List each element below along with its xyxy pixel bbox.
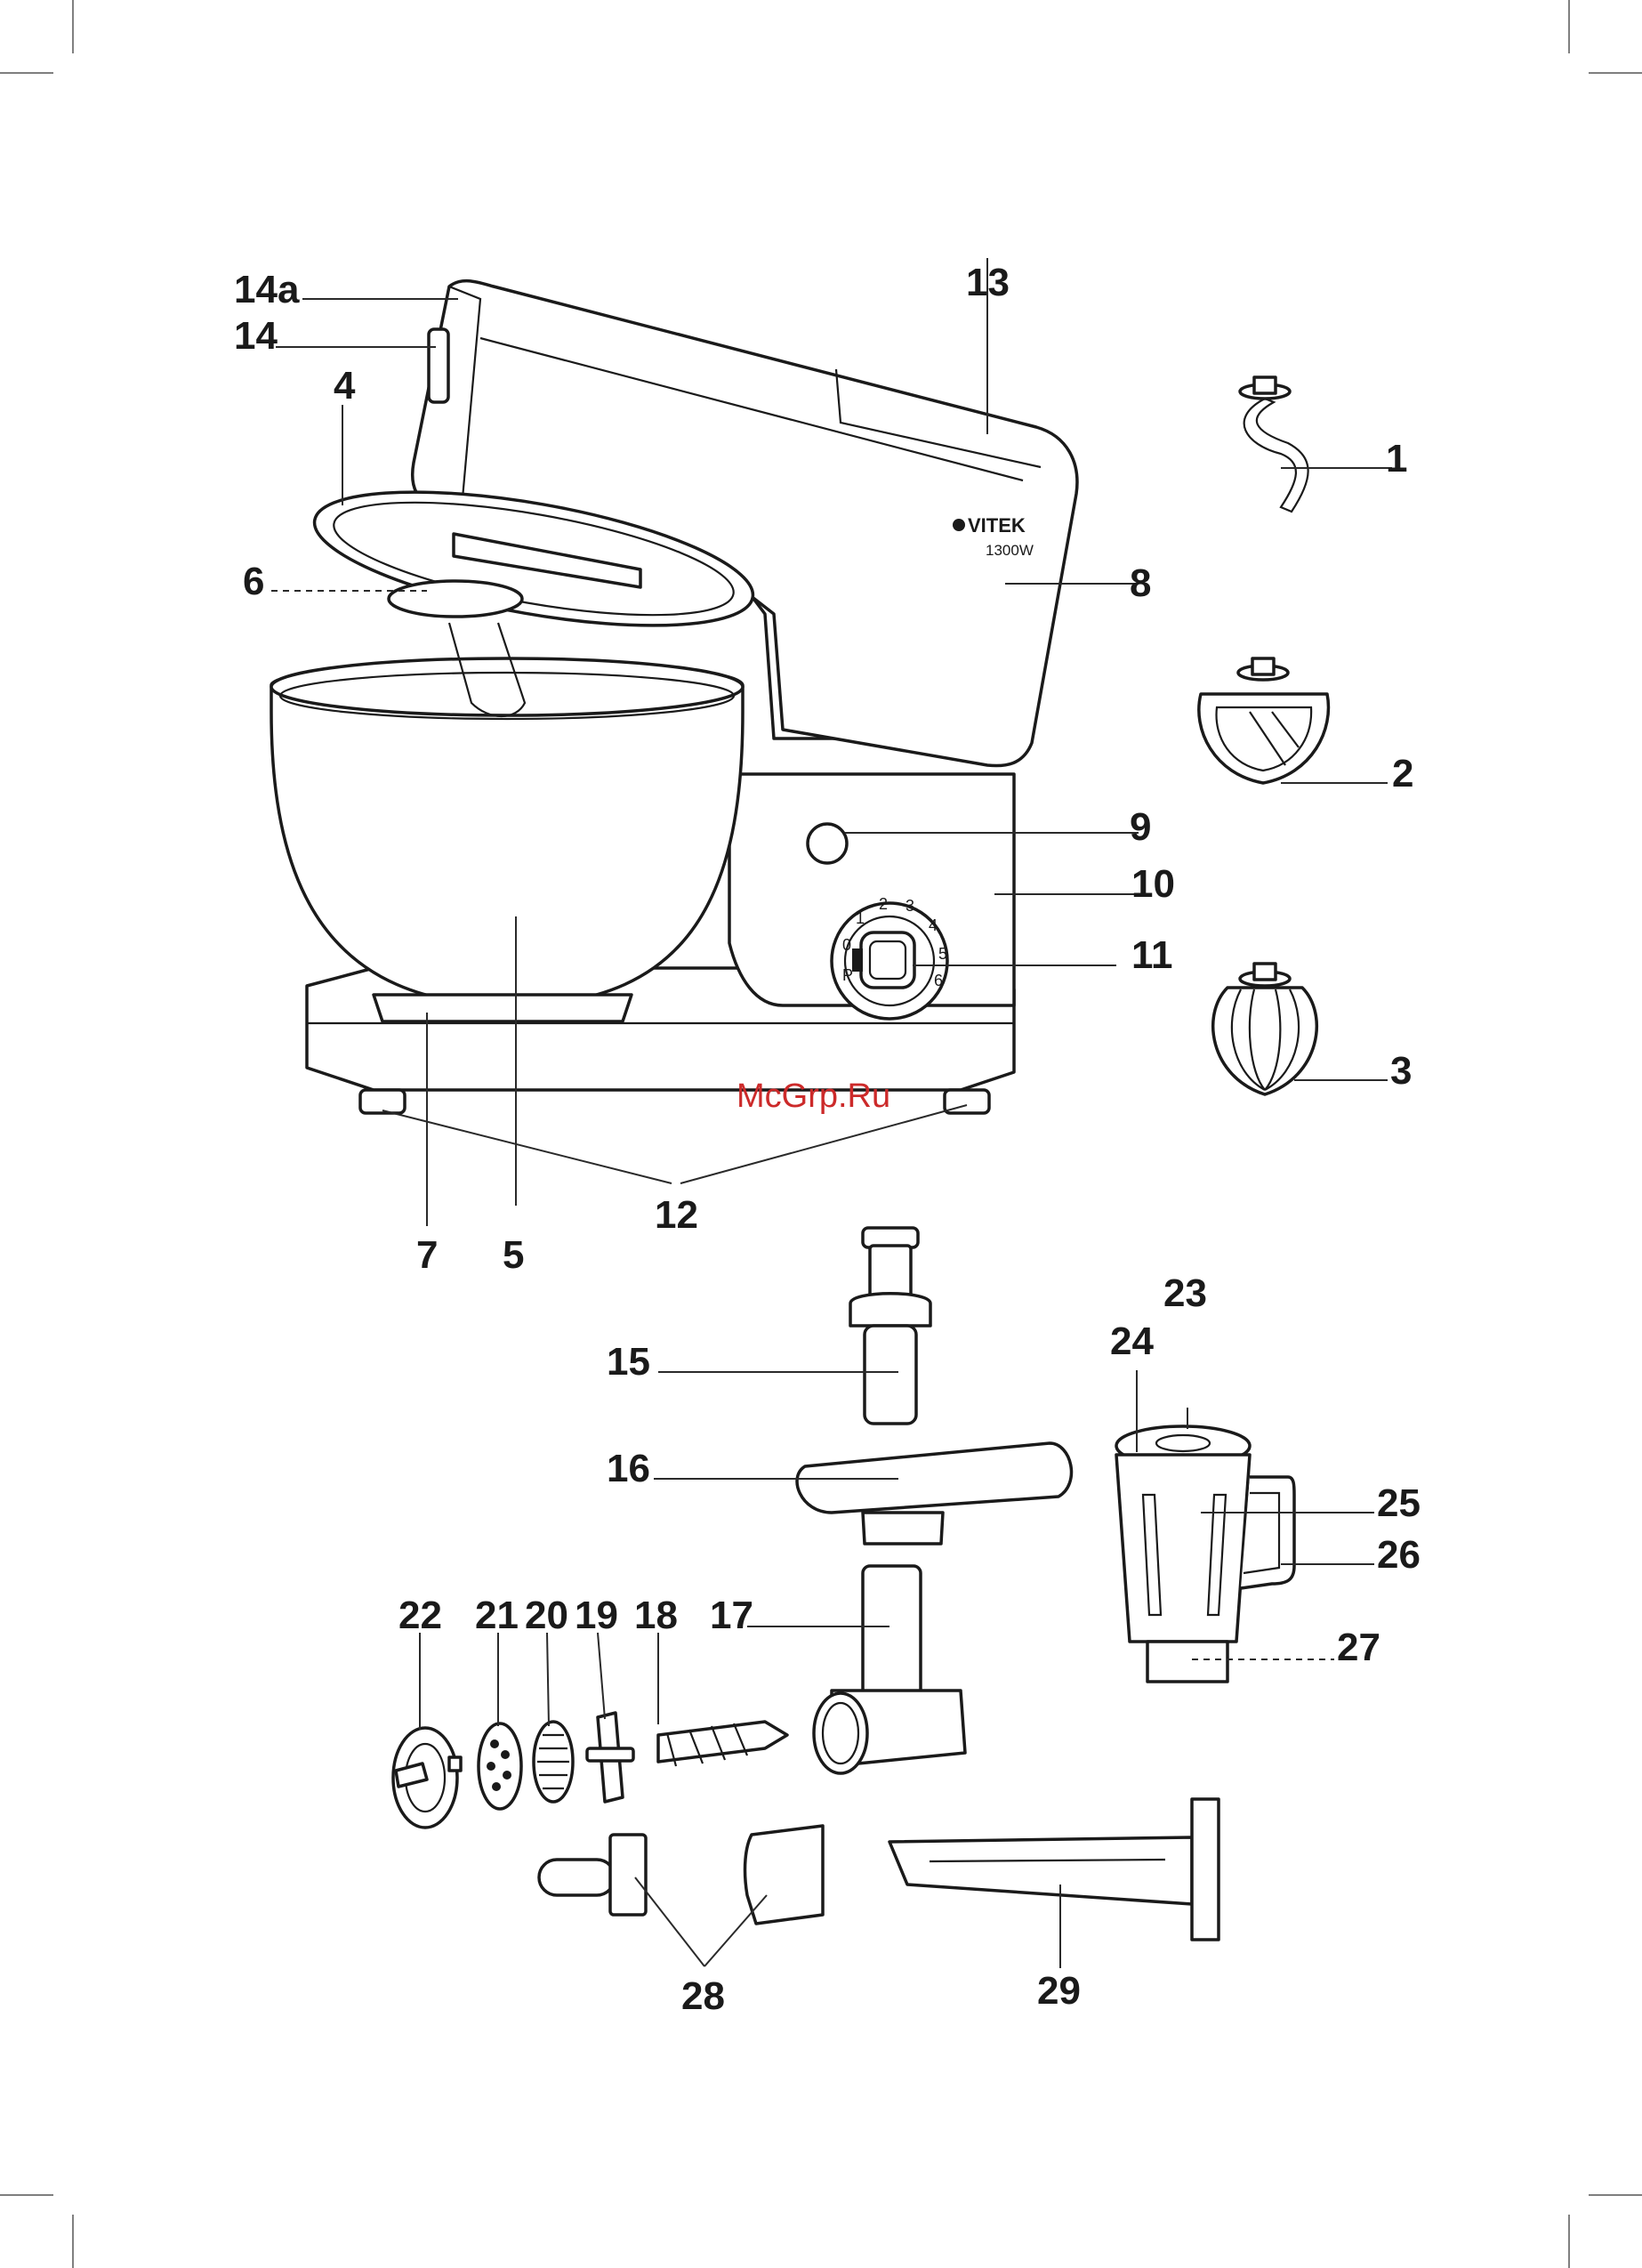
kebbe-cone-illustration — [745, 1826, 823, 1924]
label-25: 25 — [1377, 1481, 1421, 1525]
grinder-body-illustration — [814, 1566, 965, 1773]
dial-mark-4: 4 — [929, 916, 938, 934]
label-28: 28 — [681, 1974, 725, 2018]
dial-mark-1: 1 — [856, 909, 865, 927]
label-22: 22 — [398, 1594, 442, 1637]
fine-grid-illustration — [534, 1722, 573, 1802]
label-27: 27 — [1337, 1626, 1380, 1669]
dial-mark-p: P — [842, 966, 853, 984]
whisk-illustration — [1213, 964, 1317, 1094]
label-8: 8 — [1130, 561, 1151, 605]
label-4: 4 — [334, 364, 356, 408]
label-17: 17 — [710, 1594, 753, 1637]
label-10: 10 — [1131, 862, 1175, 906]
label-6: 6 — [243, 560, 264, 603]
label-24: 24 — [1110, 1320, 1154, 1363]
label-26: 26 — [1377, 1533, 1421, 1577]
power-rating: 1300W — [986, 542, 1034, 559]
label-21: 21 — [475, 1594, 519, 1637]
label-9: 9 — [1130, 805, 1151, 849]
watermark: McGrp.Ru — [736, 1078, 890, 1115]
label-14: 14 — [234, 314, 278, 358]
dial-mark-6: 6 — [934, 972, 943, 989]
dial-mark-5: 5 — [938, 945, 947, 963]
label-19: 19 — [575, 1594, 618, 1637]
label-7: 7 — [416, 1233, 438, 1277]
dial-mark-2: 2 — [879, 895, 888, 913]
flat-beater-illustration — [1199, 658, 1329, 783]
label-18: 18 — [634, 1594, 678, 1637]
label-11: 11 — [1131, 933, 1173, 977]
label-12: 12 — [655, 1193, 698, 1237]
stand-mixer-illustration: VITEK 1300W P 0 1 2 3 4 5 6 — [271, 281, 1077, 1113]
label-2: 2 — [1392, 752, 1413, 795]
label-1: 1 — [1386, 437, 1407, 480]
label-29: 29 — [1037, 1969, 1081, 2013]
label-20: 20 — [525, 1594, 568, 1637]
tray-illustration — [797, 1443, 1071, 1544]
sausage-nozzle-illustration — [889, 1799, 1219, 1940]
locking-ring-illustration — [393, 1728, 461, 1828]
label-5: 5 — [503, 1233, 524, 1277]
label-13: 13 — [966, 261, 1010, 304]
dough-hook-illustration — [1240, 377, 1308, 512]
label-3: 3 — [1390, 1049, 1412, 1093]
kebbe-attachment-illustration — [539, 1835, 646, 1915]
coarse-grid-illustration — [479, 1723, 521, 1809]
label-23: 23 — [1163, 1271, 1207, 1315]
blender-illustration — [1116, 1426, 1294, 1682]
dial-mark-0: 0 — [842, 936, 851, 954]
cutting-knife-illustration — [587, 1713, 633, 1802]
pusher-illustration — [850, 1228, 930, 1424]
auger-illustration — [658, 1722, 787, 1766]
brand-logo: VITEK — [968, 514, 1026, 537]
label-14a: 14a — [234, 268, 300, 311]
label-15: 15 — [607, 1340, 650, 1384]
dial-mark-3: 3 — [906, 897, 914, 915]
label-16: 16 — [607, 1447, 650, 1490]
